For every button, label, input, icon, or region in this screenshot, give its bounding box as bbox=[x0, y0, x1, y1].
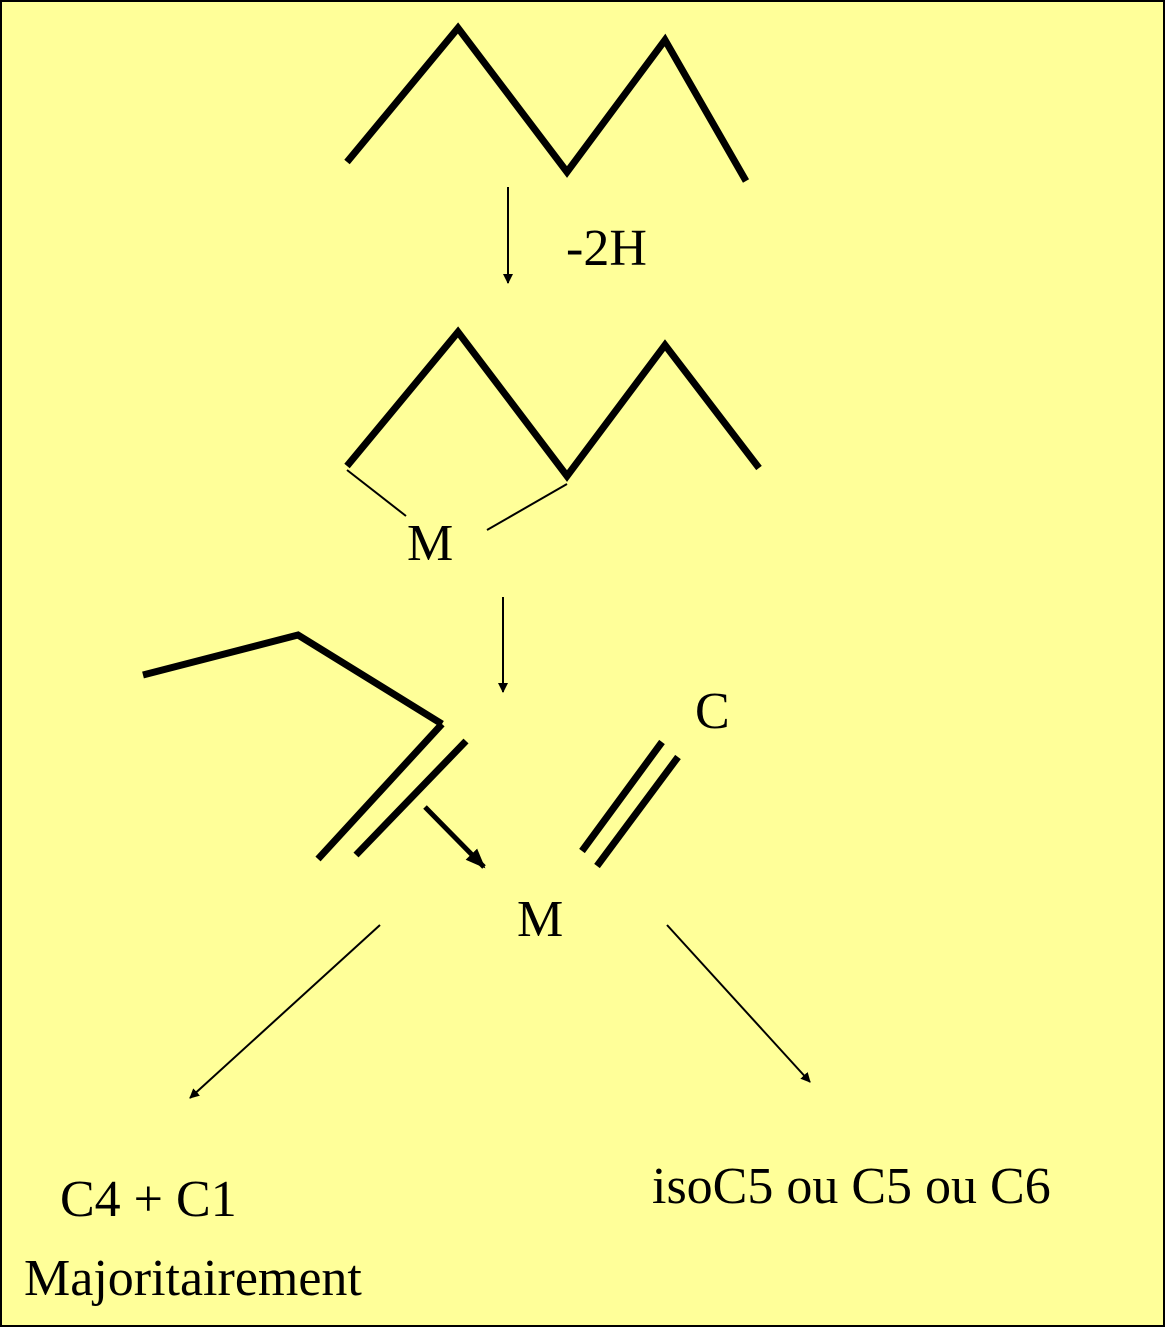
metal-label-top: M bbox=[407, 515, 453, 572]
carbon-label: C bbox=[695, 683, 730, 740]
arrow-to-left-product bbox=[189, 924, 381, 1099]
carbene-bond-line-1 bbox=[579, 739, 665, 854]
coordination-arrow bbox=[423, 805, 486, 869]
product-left-note: Majoritairement bbox=[24, 1250, 362, 1307]
metal-label-bottom: M bbox=[517, 891, 563, 948]
zigzag-chain-middle bbox=[344, 326, 762, 482]
metal-bond-left bbox=[346, 469, 407, 517]
arrow-to-right-product bbox=[666, 924, 811, 1083]
alkyl-chain bbox=[142, 631, 444, 727]
carbene-bond-line-2 bbox=[594, 754, 681, 869]
product-right-formula: isoC5 ou C5 ou C6 bbox=[652, 1158, 1051, 1215]
double-bond-line-1 bbox=[315, 721, 445, 862]
reagent-label: -2H bbox=[566, 220, 647, 277]
zigzag-chain-top bbox=[344, 22, 750, 183]
product-left-formula: C4 + C1 bbox=[60, 1171, 237, 1228]
metal-bond-right bbox=[486, 483, 568, 531]
double-bond-line-2 bbox=[353, 738, 469, 858]
